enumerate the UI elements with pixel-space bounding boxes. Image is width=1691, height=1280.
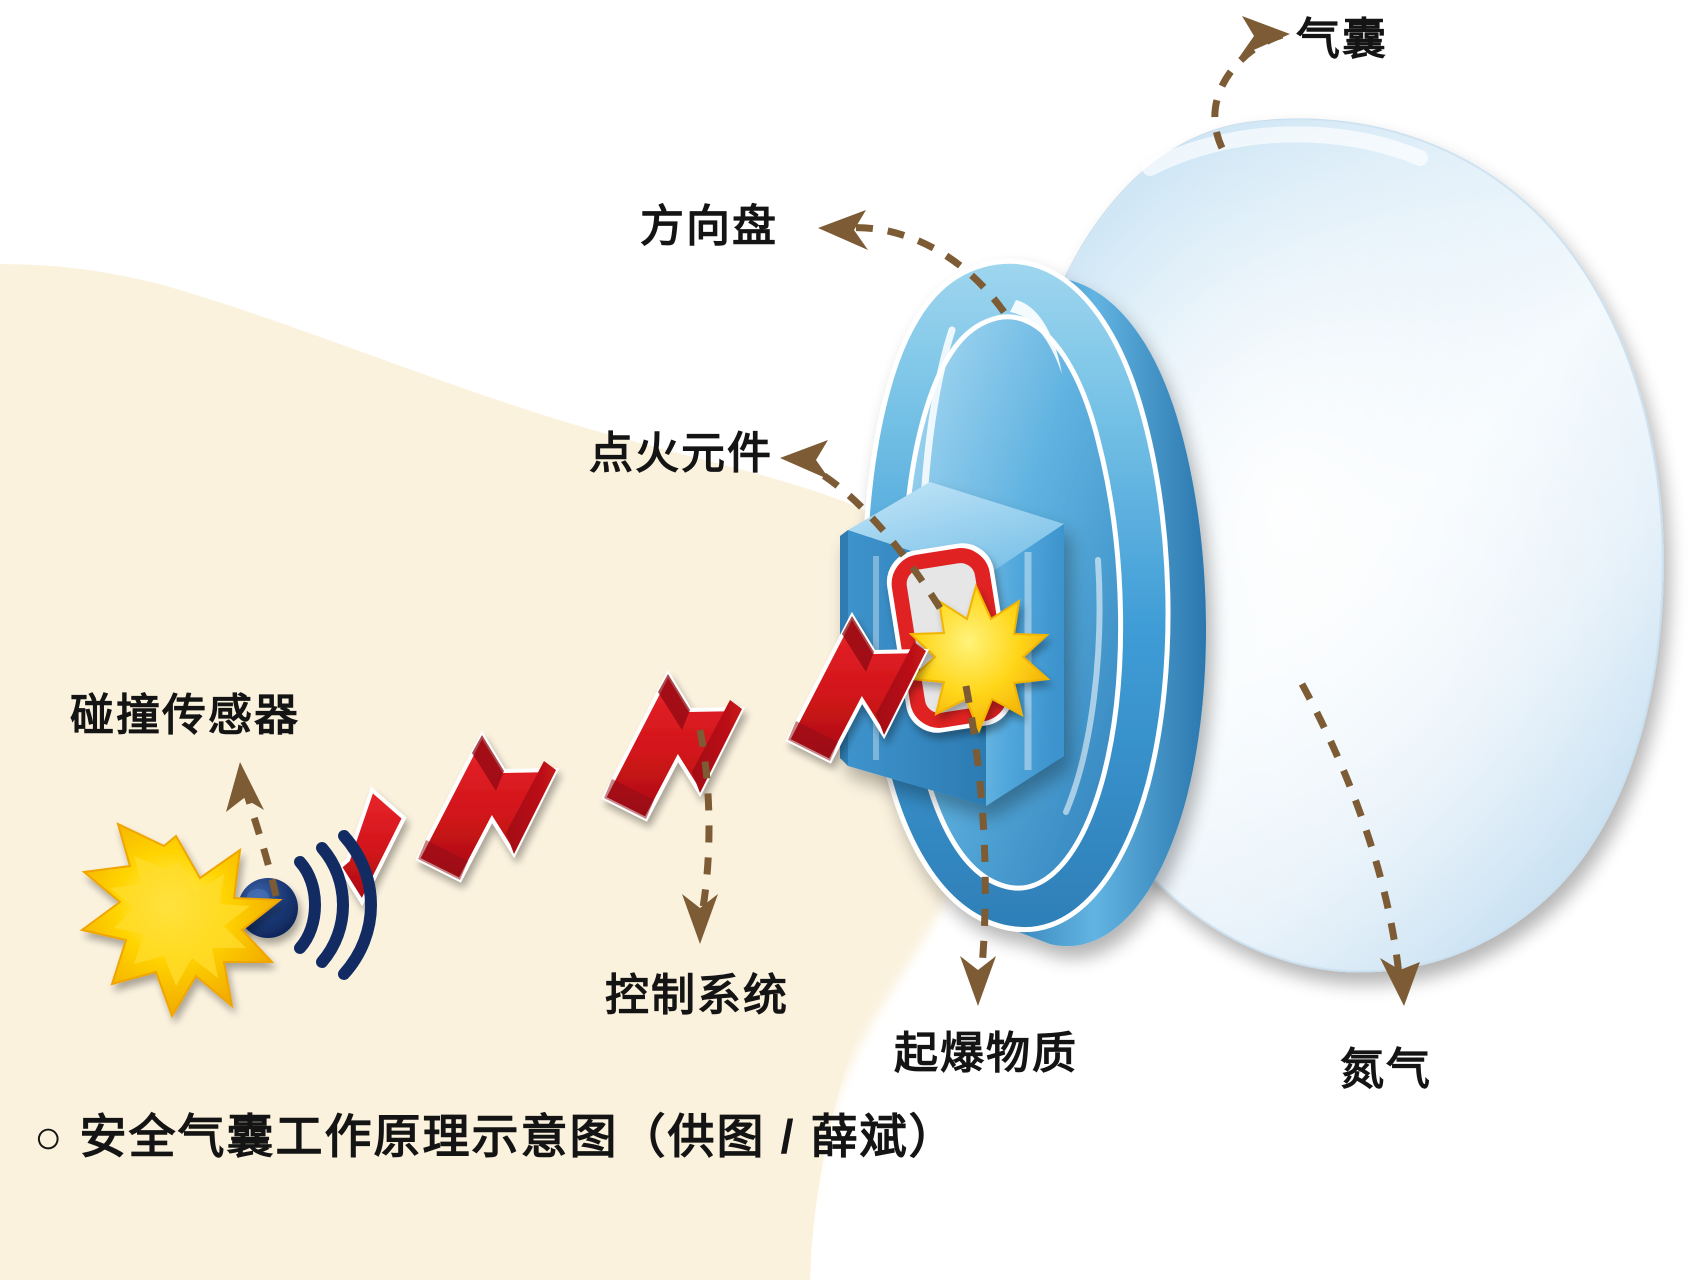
leader-crash-sensor bbox=[238, 775, 280, 897]
label-steering-wheel: 方向盘 bbox=[640, 202, 778, 251]
figure-caption: ○ 安全气囊工作原理示意图（供图 / 薛斌） bbox=[34, 1110, 958, 1163]
sensor-signal-waves bbox=[294, 830, 377, 980]
collision-impact-burst bbox=[79, 822, 283, 1019]
red-signal-arrows bbox=[337, 611, 930, 907]
label-airbag: 气囊 bbox=[1296, 15, 1388, 64]
arrowhead-steering-wheel bbox=[818, 210, 868, 250]
leader-arrowheads bbox=[226, 16, 1420, 1006]
label-nitrogen: 氮气 bbox=[1340, 1045, 1432, 1094]
leader-ignition bbox=[798, 458, 943, 610]
arrowhead-ignition bbox=[780, 440, 830, 480]
arrowhead-control-system bbox=[682, 894, 718, 944]
leader-nitrogen bbox=[1298, 682, 1404, 987]
label-detonator: 起爆物质 bbox=[894, 1029, 1078, 1078]
leader-detonator bbox=[962, 685, 989, 989]
label-ignition-unit: 点火元件 bbox=[589, 429, 773, 478]
leader-steering-wheel bbox=[845, 224, 1007, 315]
arrowhead-airbag bbox=[1240, 16, 1290, 56]
label-control-system: 控制系统 bbox=[605, 971, 789, 1020]
arrowhead-detonator bbox=[960, 956, 996, 1006]
detonating-charge-burst bbox=[908, 583, 1051, 734]
arrowhead-crash-sensor bbox=[226, 762, 264, 812]
leader-control-system bbox=[696, 729, 713, 925]
label-crash-sensor: 碰撞传感器 bbox=[70, 691, 300, 740]
arrowhead-nitrogen bbox=[1380, 958, 1420, 1006]
